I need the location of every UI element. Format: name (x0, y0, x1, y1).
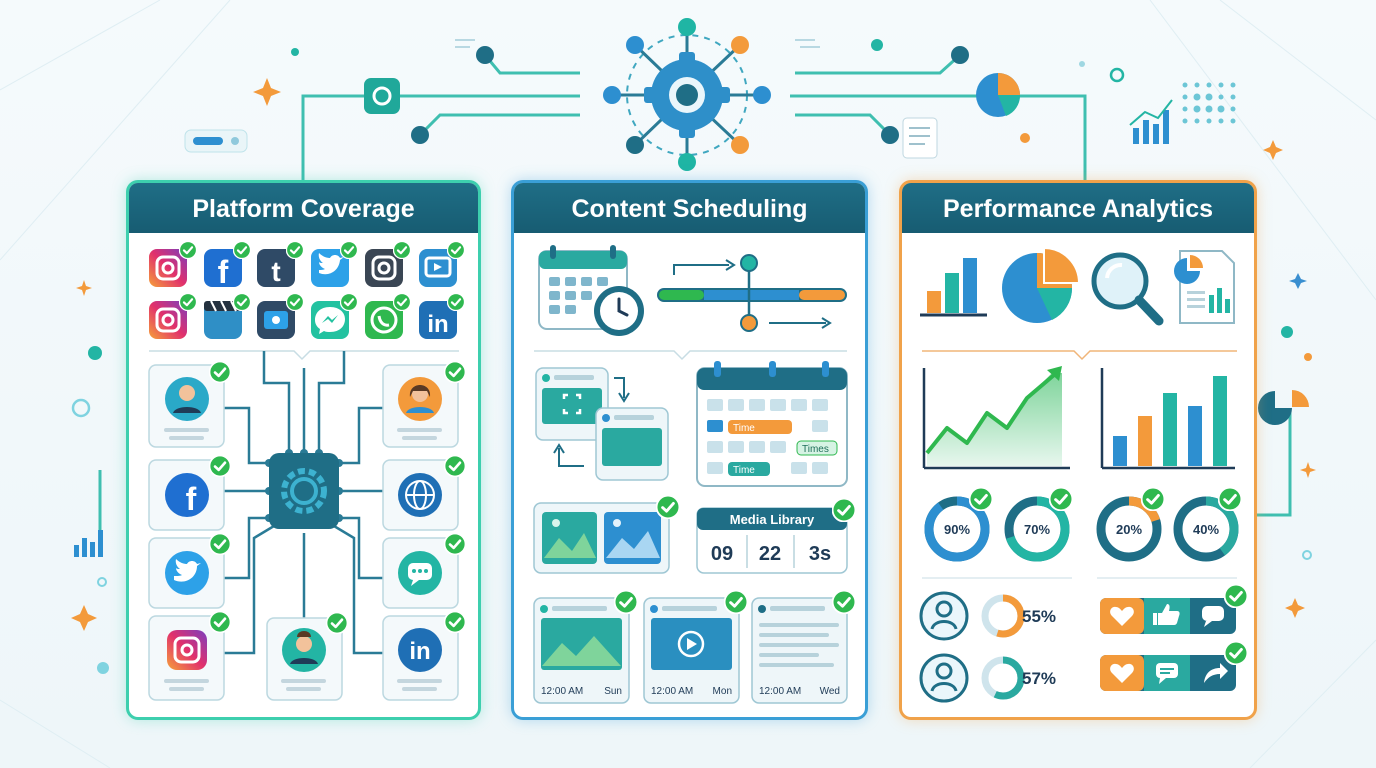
performance-analytics-illustration: 90% 70% 20% 40% 55% 57% (919, 246, 1248, 703)
progress-ring: 70% (1004, 496, 1070, 562)
content-scheduling-illustration: Time Times Time Media Library 09 22 3s (533, 245, 856, 704)
svg-text:f: f (186, 481, 197, 517)
progress-ring: 90% (924, 496, 990, 562)
svg-text:in: in (427, 311, 448, 338)
progress-ring: 20% (1096, 496, 1162, 562)
chat-icon (1156, 663, 1178, 684)
chat-icon (398, 551, 442, 595)
profile-card (266, 617, 343, 701)
user-stat-donut (981, 594, 1025, 638)
check-icon (1049, 487, 1073, 511)
post-day: Mon (713, 686, 732, 697)
post-time: 12:00 AM (541, 686, 583, 697)
counter-seconds: 3s (809, 543, 831, 565)
scheduled-post-card: 12:00 AM Wed (751, 597, 848, 704)
clapperboard-icon (204, 300, 242, 339)
user-stat-label: 57% (1022, 669, 1056, 688)
ring-label: 20% (1116, 522, 1142, 537)
content-scheduling-panel: Content Scheduling (511, 180, 868, 720)
linkedin-card: in (382, 615, 459, 701)
ring-label: 70% (1024, 522, 1050, 537)
twitter-card (148, 537, 225, 609)
ring-label: 40% (1193, 522, 1219, 537)
profile-card (148, 364, 225, 448)
bar-chart (1100, 368, 1235, 470)
instagram-icon (149, 301, 187, 339)
bar-chart-icon (920, 258, 987, 317)
user-stats (981, 594, 1025, 700)
heart-icon (1110, 663, 1134, 683)
post-day: Wed (820, 686, 840, 697)
scheduled-post-card: 12:00 AM Mon (643, 597, 740, 704)
image-gallery-card (533, 502, 670, 574)
globe-icon (398, 473, 442, 517)
user-stat-donut (981, 656, 1025, 700)
platform-coverage-panel: Platform Coverage f t in (126, 180, 481, 720)
tumblr-icon: t (257, 249, 295, 287)
post-time: 12:00 AM (759, 686, 801, 697)
instagram-icon (149, 249, 187, 287)
counter-minutes: 22 (759, 543, 781, 565)
facebook-icon: f (204, 249, 242, 290)
platform-coverage-title: Platform Coverage (129, 183, 478, 233)
post-window (535, 367, 609, 441)
user-stat-label: 55% (1022, 607, 1056, 626)
timeline (657, 254, 847, 332)
gear-icon (281, 468, 327, 514)
engagement-bar (1100, 655, 1236, 691)
times-chip: Times (802, 444, 829, 455)
tv-icon (419, 249, 457, 287)
twitter-icon (311, 249, 349, 287)
engagement-bar (1100, 598, 1236, 634)
post-day: Sun (604, 686, 622, 697)
svg-text:in: in (409, 638, 430, 665)
heart-icon (1110, 606, 1134, 626)
svg-text:t: t (271, 256, 280, 287)
check-icon (969, 487, 993, 511)
post-time: 12:00 AM (651, 686, 693, 697)
platform-coverage-illustration: f t in (148, 241, 466, 701)
magnifier-icon (1091, 252, 1164, 326)
thumbs-up-icon (1153, 604, 1180, 625)
instagram-card (148, 615, 225, 701)
report-icon (1174, 250, 1235, 324)
scheduled-post-card: 12:00 AM Sun (533, 597, 630, 704)
check-icon (1141, 487, 1165, 511)
content-scheduling-title: Content Scheduling (514, 183, 865, 233)
chat-card (382, 537, 459, 609)
performance-analytics-panel: Performance Analytics (899, 180, 1257, 720)
profile-card (382, 364, 459, 448)
progress-rings: 90% 70% 20% 40% (924, 487, 1242, 562)
performance-analytics-title: Performance Analytics (902, 183, 1254, 233)
progress-ring: 40% (1173, 496, 1239, 562)
time-chip: Time (733, 423, 755, 434)
video-icon (257, 301, 295, 339)
check-icon (1218, 487, 1242, 511)
time-chip: Time (733, 465, 755, 476)
line-chart (922, 366, 1070, 470)
media-library-card: Media Library 09 22 3s (696, 507, 848, 574)
svg-text:f: f (218, 254, 229, 290)
post-window (595, 407, 669, 481)
linkedin-icon: in (419, 301, 457, 339)
clock-icon (594, 286, 644, 336)
comment-icon (1202, 606, 1224, 627)
pie-chart-icon (1002, 246, 1081, 323)
camera-icon (365, 249, 403, 287)
facebook-card: f (148, 459, 225, 531)
user-avatar-icon (919, 653, 969, 703)
play-icon (677, 630, 705, 658)
user-avatar-icon (919, 591, 969, 641)
whatsapp-icon (365, 301, 403, 339)
ring-label: 90% (944, 522, 970, 537)
counter-hours: 09 (711, 543, 733, 565)
messenger-icon (311, 301, 349, 339)
globe-card (382, 459, 459, 531)
media-library-label: Media Library (730, 512, 815, 527)
calendar-grid: Time Times Time (696, 361, 848, 487)
share-icon (1204, 663, 1228, 683)
